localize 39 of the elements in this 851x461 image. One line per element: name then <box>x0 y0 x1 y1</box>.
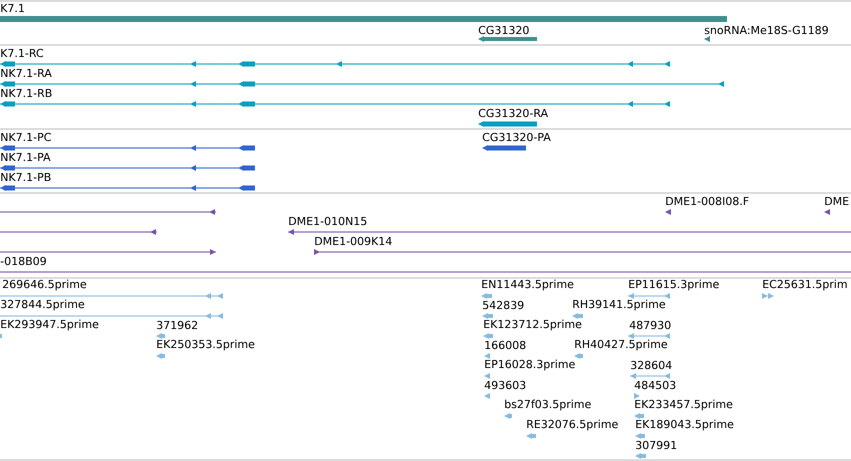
feature-label: bs27f03.5prime <box>505 400 591 410</box>
feature-label: 487930 <box>630 320 670 330</box>
feature-label: EP16028.3prime <box>485 360 575 370</box>
feature-label: EK250353.5prime <box>157 340 254 350</box>
feature-label: DME1-009K14 <box>315 236 392 246</box>
feature-label: EP11615.3prime <box>629 280 719 290</box>
feature-label: -018B09 <box>0 256 46 266</box>
feature-label: NK7.1-PB <box>1 173 50 182</box>
feature-label: 328604 <box>631 360 672 370</box>
feature-label: RH40427.5prime <box>575 340 668 350</box>
feature-label: DME <box>825 197 848 206</box>
feature-label: DME1-010N15 <box>289 216 366 226</box>
feature-label: DME1-008I08.F <box>666 196 748 206</box>
feature-label: RE32076.5prime <box>527 420 618 430</box>
feature-label: NK7.1-PC <box>1 132 51 142</box>
feature-label: NK7.1-RA <box>1 69 52 77</box>
feature-label: 493603 <box>484 380 526 390</box>
feature-label: EK233457.5prime <box>635 400 732 410</box>
feature-label: CG31320-PA <box>482 132 551 142</box>
feature-label: snoRNA:Me18S-G1189 <box>704 26 828 34</box>
feature-label: K7.1-RC <box>1 48 44 58</box>
feature-label: EK123712.5prime <box>484 320 582 330</box>
feature-label: EK189043.5prime <box>636 420 734 430</box>
feature-label: CG31320-RA <box>478 108 548 118</box>
feature-label: K7.1 <box>1 4 24 12</box>
feature-label: 484503 <box>634 380 676 390</box>
feature-label: NK7.1-RB <box>1 89 52 97</box>
feature-label: 307991 <box>636 440 676 450</box>
feature-label: 327844.5prime <box>1 300 84 310</box>
feature-label: EN11443.5prime <box>482 280 574 290</box>
feature-label: CG31320 <box>478 26 529 34</box>
feature-label: RH39141.5prime <box>573 300 666 310</box>
feature-label: 269646.5prime <box>3 280 86 290</box>
feature-label: 542839 <box>483 300 524 310</box>
feature-label: 166008 <box>485 340 526 350</box>
feature-label: 371962 <box>157 320 198 330</box>
feature-label: NK7.1-PA <box>1 153 50 162</box>
feature-label: EC25631.5prim <box>763 280 847 290</box>
feature-label: EK293947.5prime <box>1 320 98 330</box>
